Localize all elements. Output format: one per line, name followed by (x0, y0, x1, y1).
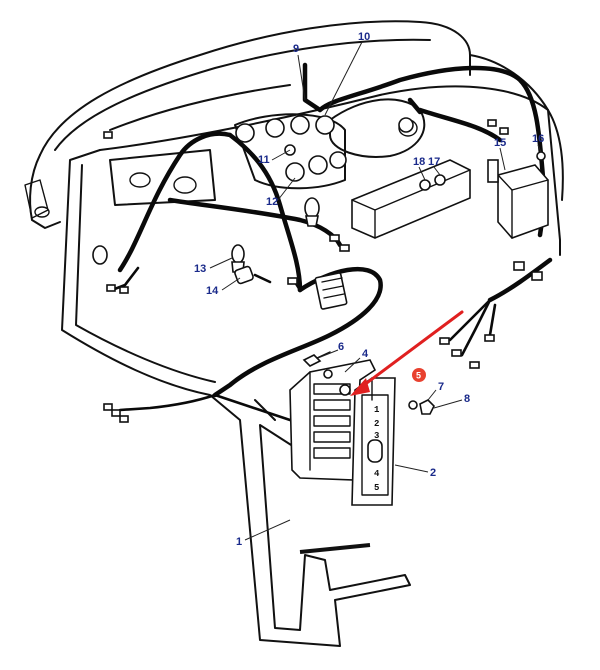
callout-labels: 9 10 11 12 13 14 15 16 17 18 6 4 7 8 2 1 (194, 31, 544, 548)
fuse-cover-number-5: 5 (374, 483, 379, 493)
bulb-holder-cluster (235, 115, 414, 182)
switch-bracket (351, 159, 471, 239)
callout-16: 16 (532, 133, 544, 145)
leader-lines (209, 41, 542, 541)
wiring-harness (110, 62, 553, 422)
callout-6: 6 (338, 341, 344, 353)
mounting-frame (61, 85, 561, 647)
callout-10: 10 (358, 31, 370, 43)
callout-14: 14 (206, 285, 219, 297)
callout-9: 9 (293, 43, 299, 55)
callout-7: 7 (438, 381, 444, 393)
fuse-cover-number-1: 1 (374, 405, 380, 415)
callout-15: 15 (494, 137, 506, 149)
highlight-badge-label: 5 (416, 371, 421, 381)
dashboard-outline (24, 20, 564, 229)
bulbs-and-sockets (92, 197, 320, 285)
fuse-cover: 1 2 3 4 5 (351, 377, 396, 506)
callout-17: 17 (428, 156, 440, 168)
fuse-cover-number-4: 4 (374, 469, 380, 479)
callout-8: 8 (464, 393, 470, 405)
callout-2: 2 (430, 467, 436, 479)
fuse-cover-number-3: 3 (374, 431, 379, 441)
callout-4: 4 (362, 348, 369, 360)
callout-1: 1 (236, 536, 242, 548)
highlight-badge: 5 (412, 368, 426, 382)
callout-18: 18 (413, 156, 425, 168)
callout-13: 13 (194, 263, 206, 275)
highlight-arrow (350, 310, 464, 396)
callout-11: 11 (258, 154, 270, 166)
fasteners (302, 351, 435, 415)
fuse-cover-number-2: 2 (374, 419, 379, 429)
relay-unit (487, 151, 549, 239)
multi-pin-plug (314, 272, 348, 310)
callout-12: 12 (266, 196, 278, 208)
connector-terminals (103, 119, 543, 423)
